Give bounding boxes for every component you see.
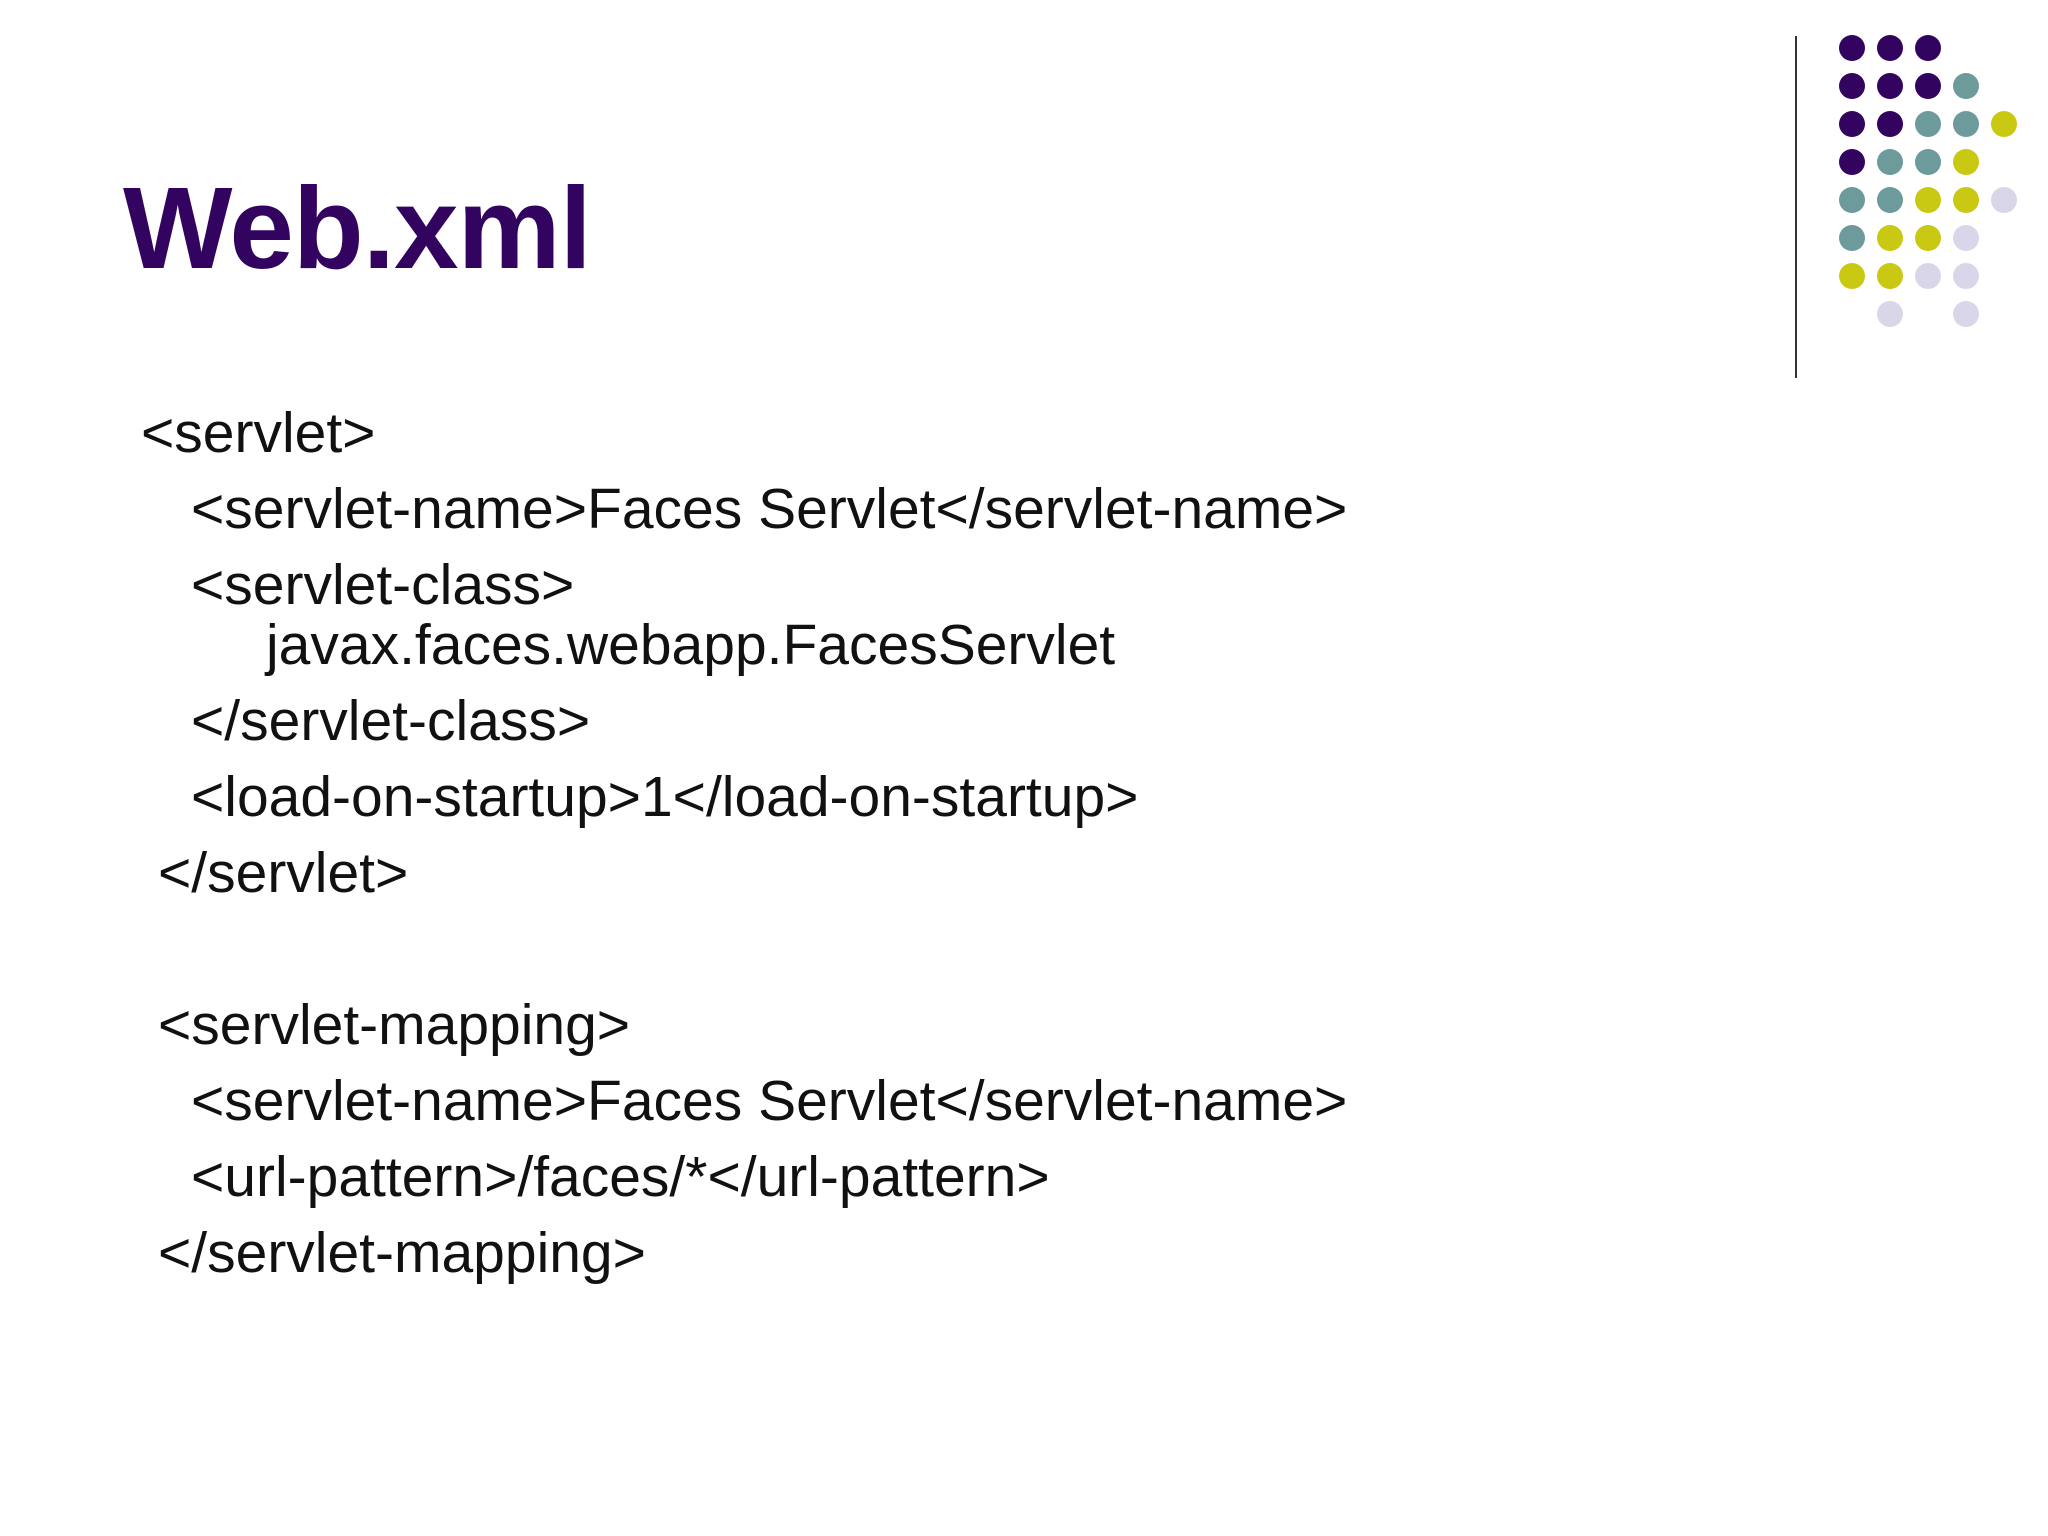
dot-purple — [1915, 35, 1941, 61]
dot-yellow — [1877, 225, 1903, 251]
dot-purple — [1877, 73, 1903, 99]
code-line-mapping-servlet-name: <servlet-name>Faces Servlet</servlet-nam… — [191, 1069, 1348, 1133]
dot-lavender — [1915, 263, 1941, 289]
code-line-servlet-mapping-close: </servlet-mapping> — [158, 1221, 646, 1285]
dot-yellow — [1877, 263, 1903, 289]
dot-lavender — [1953, 263, 1979, 289]
code-line-servlet-class-value: javax.faces.webapp.FacesServlet — [266, 613, 1116, 677]
code-line-url-pattern: <url-pattern>/faces/*</url-pattern> — [191, 1145, 1050, 1209]
dot-yellow — [1953, 149, 1979, 175]
dot-lavender — [1991, 187, 2017, 213]
dot-yellow — [1915, 187, 1941, 213]
dot-lavender — [1953, 301, 1979, 327]
dot-teal — [1915, 149, 1941, 175]
dot-teal — [1839, 187, 1865, 213]
decorative-dot-grid — [1839, 35, 2017, 327]
code-line-servlet-class-close: </servlet-class> — [191, 689, 591, 753]
dot-lavender — [1877, 301, 1903, 327]
dot-purple — [1877, 35, 1903, 61]
dot-purple — [1839, 111, 1865, 137]
dot-teal — [1953, 73, 1979, 99]
vertical-divider — [1795, 36, 1797, 378]
code-line-servlet-name: <servlet-name>Faces Servlet</servlet-nam… — [191, 477, 1348, 541]
code-line-servlet-class-open: <servlet-class> — [191, 553, 575, 617]
slide-title: Web.xml — [123, 163, 592, 293]
dot-yellow — [1915, 225, 1941, 251]
dot-yellow — [1953, 187, 1979, 213]
dot-teal — [1877, 187, 1903, 213]
dot-teal — [1953, 111, 1979, 137]
dot-purple — [1915, 73, 1941, 99]
dot-teal — [1877, 149, 1903, 175]
dot-teal — [1915, 111, 1941, 137]
dot-purple — [1839, 149, 1865, 175]
dot-purple — [1839, 35, 1865, 61]
dot-purple — [1839, 73, 1865, 99]
code-line-servlet-mapping-open: <servlet-mapping> — [158, 993, 631, 1057]
code-line-servlet-close: </servlet> — [158, 841, 409, 905]
code-line-load-on-startup: <load-on-startup>1</load-on-startup> — [191, 765, 1139, 829]
code-line-servlet-open: <servlet> — [141, 401, 376, 465]
dot-lavender — [1953, 225, 1979, 251]
dot-yellow — [1991, 111, 2017, 137]
dot-yellow — [1839, 263, 1865, 289]
dot-teal — [1839, 225, 1865, 251]
dot-purple — [1877, 111, 1903, 137]
